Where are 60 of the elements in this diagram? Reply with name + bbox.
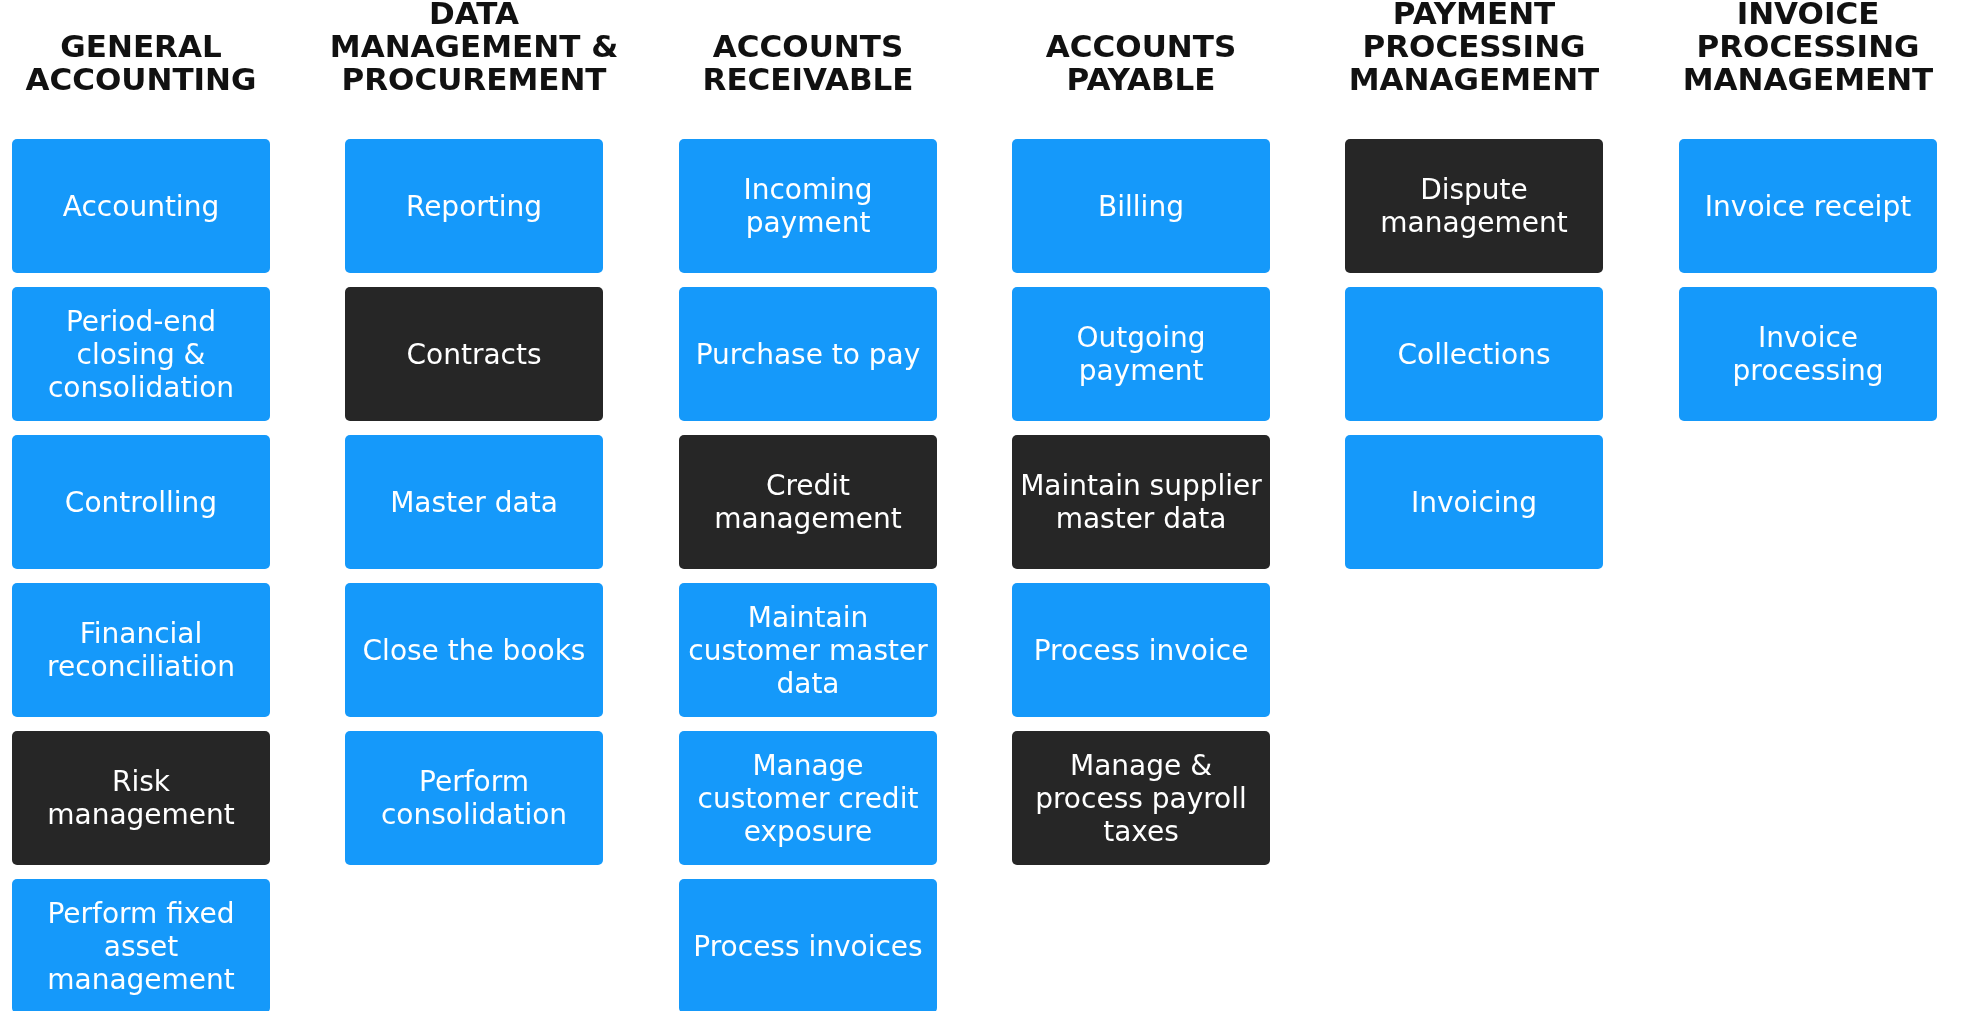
step-label: Manage & process payroll taxes xyxy=(1034,748,1248,848)
column-heading: ACCOUNTS RECEIVABLE xyxy=(701,30,915,96)
step-label: Controlling xyxy=(64,485,218,519)
column-heading: PAYMENT PROCESSING MANAGEMENT xyxy=(1347,0,1601,96)
step-label: Process invoices xyxy=(693,929,923,963)
column-heading: ACCOUNTS PAYABLE xyxy=(1044,30,1238,96)
step-label: Risk management xyxy=(46,765,236,831)
step-label: Dispute management xyxy=(1379,173,1569,239)
step-label: Outgoing payment xyxy=(1075,321,1207,387)
step-label: Maintain supplier master data xyxy=(1019,469,1263,535)
process-box xyxy=(12,435,270,569)
step-label: Process invoice xyxy=(1033,633,1249,667)
step-label: Close the books xyxy=(362,633,586,667)
process-box xyxy=(1679,287,1937,421)
step-label: Period-end closing & consolidation xyxy=(46,304,236,404)
step-label: Master data xyxy=(390,485,558,519)
process-box xyxy=(1012,287,1270,421)
process-box xyxy=(1345,287,1603,421)
step-label: Perform consolidation xyxy=(379,765,569,831)
process-box xyxy=(1345,139,1603,273)
step-label: Incoming payment xyxy=(742,173,874,239)
process-box xyxy=(12,287,270,421)
process-box xyxy=(1012,583,1270,717)
step-label: Invoice processing xyxy=(1731,321,1885,387)
column-heading: INVOICE PROCESSING MANAGEMENT xyxy=(1681,0,1935,96)
process-box xyxy=(1679,139,1937,273)
process-box xyxy=(1012,139,1270,273)
process-box xyxy=(1012,731,1270,865)
process-box xyxy=(679,879,937,1011)
step-label: Invoice receipt xyxy=(1704,189,1912,223)
process-box xyxy=(679,435,937,569)
process-box xyxy=(12,879,270,1011)
process-box xyxy=(679,731,937,865)
process-box xyxy=(345,583,603,717)
step-label: Contracts xyxy=(406,337,542,371)
process-box xyxy=(345,731,603,865)
process-box xyxy=(345,435,603,569)
column-heading: GENERAL ACCOUNTING xyxy=(24,30,258,96)
step-label: Purchase to pay xyxy=(695,337,921,371)
process-box xyxy=(679,583,937,717)
step-label: Invoicing xyxy=(1410,485,1538,519)
process-box xyxy=(1012,435,1270,569)
step-label: Perform fixed asset management xyxy=(46,896,236,996)
step-label: Manage customer credit exposure xyxy=(696,748,920,848)
process-box xyxy=(12,731,270,865)
step-label: Accounting xyxy=(62,189,220,223)
step-label: Billing xyxy=(1098,189,1184,223)
process-box xyxy=(345,287,603,421)
step-label: Reporting xyxy=(405,189,543,223)
process-box xyxy=(12,139,270,273)
process-box xyxy=(679,139,937,273)
process-box xyxy=(345,139,603,273)
process-box xyxy=(679,287,937,421)
step-label: Collections xyxy=(1397,337,1551,371)
process-box xyxy=(1345,435,1603,569)
step-label: Credit management xyxy=(713,469,903,535)
step-label: Financial reconciliation xyxy=(46,617,236,683)
step-label: Maintain customer master data xyxy=(687,600,929,700)
column-heading: DATA MANAGEMENT & PROCUREMENT xyxy=(328,0,620,96)
process-box xyxy=(12,583,270,717)
